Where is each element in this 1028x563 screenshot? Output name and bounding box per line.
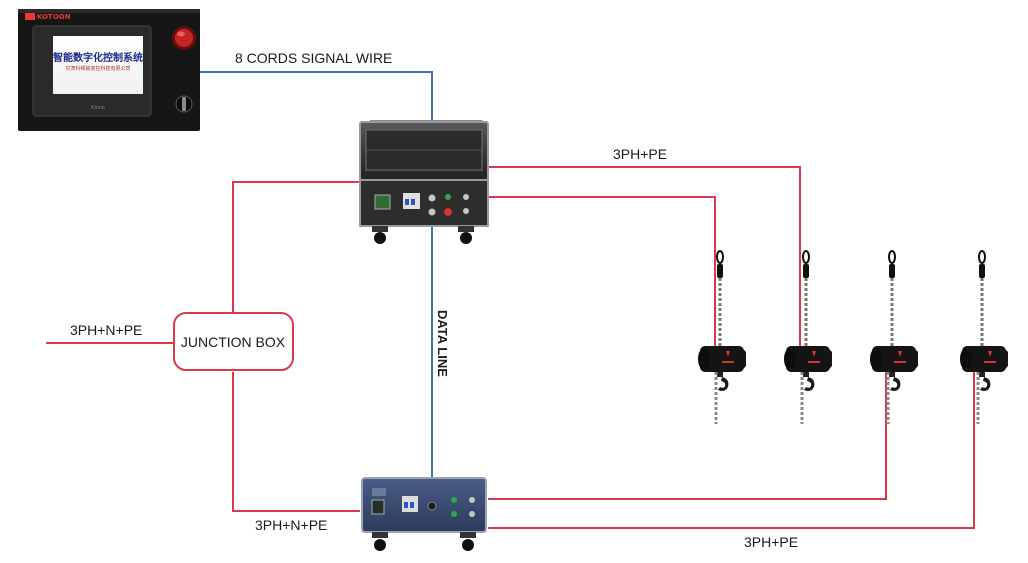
panel-brand: Kinco (91, 105, 105, 111)
indicator-light-icon (445, 194, 451, 200)
wheel-icon (374, 539, 386, 551)
input-power-label: 3PH+N+PE (70, 322, 142, 338)
junction-to-upper-cabinet-line (232, 181, 360, 313)
signal-wire-label: 8 CORDS SIGNAL WIRE (235, 50, 392, 66)
indicator-light-icon (451, 497, 457, 503)
top-hoist-power-label: 3PH+PE (613, 146, 667, 162)
lower-cabinet-power-label: 3PH+N+PE (255, 517, 327, 533)
bottom-hoist-power-label: 3PH+PE (744, 534, 798, 550)
touch-screen (53, 36, 143, 94)
lower-control-cabinet (361, 477, 487, 551)
junction-to-lower-cabinet-line (232, 372, 360, 512)
power-meter-icon (371, 499, 385, 515)
screen-title: 智能数字化控制系统 (53, 51, 143, 64)
screen-subtitle: 甘肃科顿输变控科技有限公司 (65, 65, 130, 72)
lower-cabinet-to-hoist-3-line (488, 370, 887, 500)
stop-button-icon (444, 208, 452, 216)
signal-connector-icon (428, 194, 436, 202)
hoist-1 (696, 249, 748, 426)
power-meter-icon (374, 194, 391, 210)
junction-box: JUNCTION BOX (173, 312, 294, 371)
power-wiring (46, 166, 975, 529)
data-line-label: DATA LINE (435, 310, 450, 377)
junction-box-label: JUNCTION BOX (181, 334, 286, 350)
brand-logo-text: KOTOON (37, 13, 71, 21)
brand-logo-icon (25, 13, 35, 20)
touch-control-panel: KOTOON 智能数字化控制系统 甘肃科顿输变控科技有限公司 Kinco (18, 9, 200, 131)
lower-cabinet-to-hoist-4-line (488, 370, 975, 529)
upper-cabinet-to-hoist-1-line (488, 196, 716, 365)
hoist-2 (782, 249, 834, 426)
upper-cabinet-to-hoist-2-line (488, 166, 801, 365)
wheel-icon (374, 232, 386, 244)
signal-connector-icon (427, 501, 437, 511)
upper-control-cabinet (359, 120, 489, 244)
hoist-4 (958, 249, 1010, 426)
hoist-3 (868, 249, 920, 426)
